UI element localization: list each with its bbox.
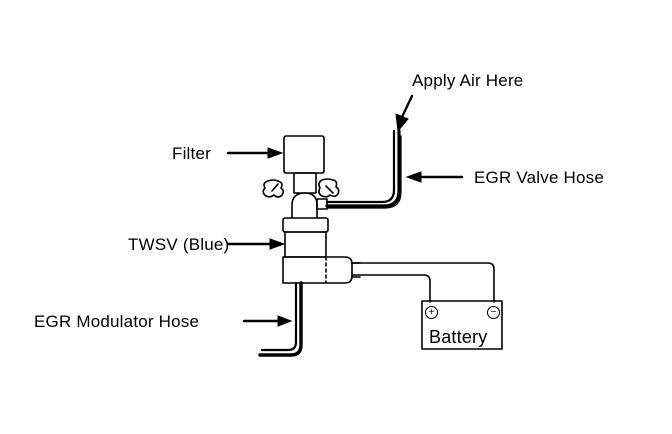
label-battery: Battery [429, 327, 488, 347]
label-egr-modulator-hose: EGR Modulator Hose [34, 312, 200, 331]
valve-dome [291, 192, 318, 219]
label-twsv: TWSV (Blue) [128, 235, 230, 254]
filter-arrowhead-icon [267, 147, 284, 159]
label-egr-valve-hose: EGR Valve Hose [474, 168, 605, 187]
right-clip-line [325, 185, 334, 194]
valve-hose-arrowhead-icon [405, 171, 422, 183]
solenoid-body [282, 256, 353, 284]
battery-positive-terminal-icon: + [425, 306, 438, 319]
apply-air-arrowhead-icon [395, 113, 409, 133]
left-clip-line [271, 183, 279, 192]
filter-neck [293, 172, 317, 194]
right-clip-icon [318, 178, 340, 198]
wire-positive [351, 274, 431, 303]
label-apply-air: Apply Air Here [412, 71, 524, 90]
twsv-collar [282, 217, 329, 233]
wire-negative [351, 262, 495, 303]
battery-body [421, 300, 503, 350]
left-clip-icon [262, 179, 285, 198]
twsv-body [284, 231, 327, 258]
side-port [316, 198, 328, 210]
apply-air-arrow [400, 94, 414, 119]
modulator-arrowhead-icon [277, 315, 293, 327]
twsv-arrowhead-icon [269, 238, 286, 250]
filter-body [283, 135, 325, 174]
egr-modulator-hose-outer [260, 281, 298, 352]
battery-negative-terminal-icon: − [487, 306, 500, 319]
label-filter: Filter [172, 144, 211, 163]
egr-valve-hose-outer [325, 129, 396, 204]
egr-valve-hose-edge [326, 135, 402, 209]
egr-valve-hose-inner [325, 129, 401, 208]
egr-modulator-hose-inner [258, 281, 303, 357]
